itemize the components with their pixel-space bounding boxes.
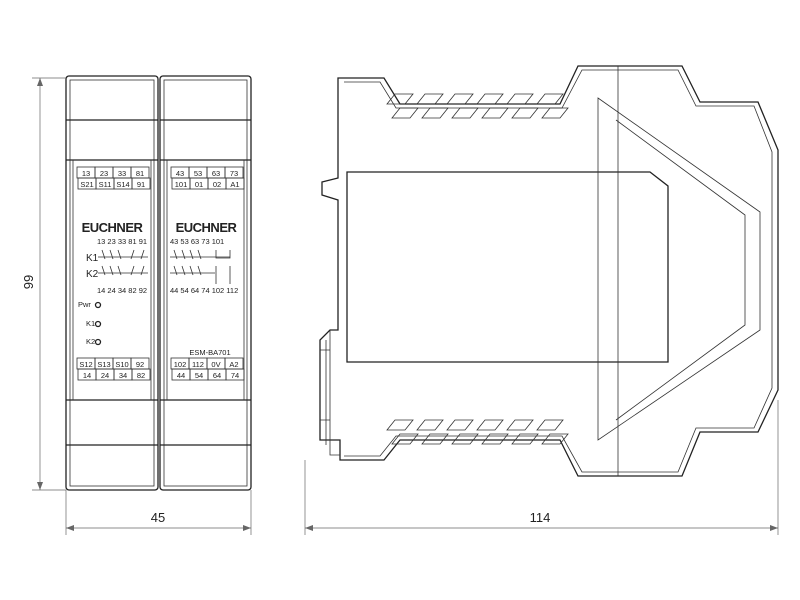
vent-fin-top [536, 93, 569, 119]
vent-fin-bottom [446, 419, 479, 445]
terminal-label: 23 [100, 169, 108, 178]
terminal-label: 112 [192, 360, 204, 369]
led-label-k2: K2 [86, 337, 95, 346]
terminal-box [131, 177, 151, 190]
dimension-width: 45 [151, 510, 165, 525]
terminal-label: S10 [115, 360, 128, 369]
module-2-housing [159, 75, 252, 491]
terminal-label: 43 [176, 169, 184, 178]
terminal-label: 14 [83, 371, 91, 380]
vent-fin-bottom [536, 419, 569, 445]
terminal-label: 01 [195, 180, 203, 189]
terminal-box [225, 368, 245, 381]
led-k2-icon [94, 338, 102, 346]
terminal-label: 0V [211, 360, 220, 369]
led-label-k1: K1 [86, 319, 95, 328]
terminal-label: S11 [99, 180, 112, 189]
terminal-label: S14 [116, 180, 129, 189]
terminal-label: 54 [195, 371, 203, 380]
dimension-height: 99 [21, 275, 36, 289]
terminal-label: 81 [136, 169, 144, 178]
terminal-label: 101 [175, 180, 188, 189]
vent-fin-top [506, 93, 539, 119]
contacts-top-2: 43 53 63 73 101 [170, 237, 224, 246]
vent-fins [386, 93, 569, 445]
contacts-bottom-1: 14 24 34 82 92 [97, 286, 147, 295]
terminal-label: 102 [174, 360, 187, 369]
terminal-label: 73 [230, 169, 238, 178]
model-label: ESM-BA701 [189, 348, 230, 357]
terminal-box [225, 177, 245, 190]
terminal-box [131, 368, 151, 381]
terminal-label: 74 [231, 371, 239, 380]
dimension-lines [32, 77, 779, 535]
vent-fin-bottom [506, 419, 539, 445]
terminal-label: S21 [80, 180, 93, 189]
terminal-label: S12 [79, 360, 92, 369]
led-pwr-icon [94, 301, 102, 309]
terminal-label: 34 [119, 371, 127, 380]
terminal-label: 53 [194, 169, 202, 178]
vent-fin-top [386, 93, 419, 119]
terminal-label: 44 [177, 371, 185, 380]
vent-fin-top [476, 93, 509, 119]
dimension-depth: 114 [530, 510, 551, 525]
terminal-label: 82 [137, 371, 145, 380]
terminal-label: 24 [101, 371, 109, 380]
terminal-label: S13 [97, 360, 110, 369]
brand-logo-1: EUCHNER [82, 220, 144, 235]
module-1-housing [65, 75, 159, 491]
contacts-bottom-2: 44 54 64 74 102 112 [170, 286, 238, 295]
label-recess [346, 171, 669, 363]
terminal-label: 92 [136, 360, 144, 369]
terminal-label: A2 [229, 360, 238, 369]
vent-fin-bottom [386, 419, 419, 445]
terminal-label: A1 [230, 180, 239, 189]
led-label-pwr: Pwr [78, 300, 91, 309]
contacts-top-1: 13 23 33 81 91 [97, 237, 147, 246]
vent-fin-bottom [416, 419, 449, 445]
led-k1-icon [94, 320, 102, 328]
terminal-label: 63 [212, 169, 220, 178]
vent-fin-top [446, 93, 479, 119]
terminal-label: 64 [213, 371, 221, 380]
relay-label-k2: K2 [86, 269, 99, 280]
terminal-label: 02 [213, 180, 221, 189]
relay-label-k1: K1 [86, 253, 99, 264]
brand-logo-2: EUCHNER [176, 220, 238, 235]
side-view [319, 65, 779, 477]
terminal-label: 13 [82, 169, 90, 178]
terminal-label: 91 [137, 180, 145, 189]
terminal-label: 33 [118, 169, 126, 178]
vent-fin-bottom [476, 419, 509, 445]
contact-symbols [98, 249, 231, 284]
vent-fin-top [416, 93, 449, 119]
